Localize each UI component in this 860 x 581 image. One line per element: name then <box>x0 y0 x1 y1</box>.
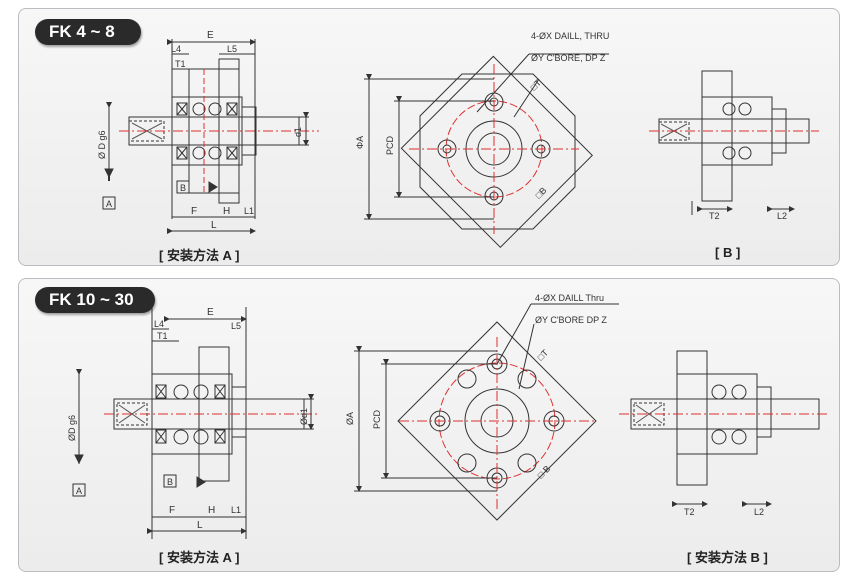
dim-e-label: E <box>207 307 214 318</box>
dim-d-label: Ø D g6 <box>97 130 107 159</box>
fk10-30-caption-a: [ 安装方法 A ] <box>159 550 240 565</box>
note-cbore: ØY C'BORE, DP Z <box>531 53 606 63</box>
note-drill: 4-ØX DAILL Thru <box>535 293 604 303</box>
fk4-8-caption-a: [ 安装方法 A ] <box>159 248 240 263</box>
dim-sqt-label: □T <box>535 347 550 362</box>
fk4-8-side-view-a <box>104 39 319 234</box>
dim-sqb-label: □ B <box>535 463 552 480</box>
dim-l1-label: L1 <box>231 505 241 515</box>
fk10-30-caption-b: [ 安装方法 B ] <box>687 550 768 565</box>
datum-b-label: B <box>167 477 173 487</box>
fk4-8-panel: FK 4 ~ 8 [ 安装方法 A ] [ B ] <box>18 8 840 266</box>
dim-l1-label: L1 <box>244 206 254 216</box>
dim-t2-label: T2 <box>684 507 695 517</box>
fk10-30-tag: FK 10 ~ 30 <box>35 287 155 313</box>
dim-pcd-label: PCD <box>372 409 382 429</box>
dim-d-label: ØD g6 <box>67 415 77 441</box>
dim-l5-label: L5 <box>227 44 237 54</box>
fk10-30-side-view-b <box>619 350 827 507</box>
fk4-8-drawing: E L4 T1 L5 Ø D g6 d1 A B F H L1 L 4-ØX D… <box>97 30 819 248</box>
dim-l2-label: L2 <box>777 211 787 221</box>
dim-l4-label: L4 <box>171 44 181 54</box>
dim-l5-label: L5 <box>231 321 241 331</box>
dim-t2-label: T2 <box>709 211 720 221</box>
dim-pcd-label: PCD <box>385 135 395 155</box>
dim-l-label: L <box>211 220 217 231</box>
dim-sqt-label: □T <box>528 77 543 92</box>
dim-e-label: E <box>207 30 214 41</box>
note-cbore: ØY C'BORE DP Z <box>535 315 607 325</box>
dim-t1-label: T1 <box>175 59 186 69</box>
dim-l2-label: L2 <box>754 507 764 517</box>
fk10-30-drawing: E L4 T1 L5 ØD g6 Ød1 A B F H L1 L 4-ØX D… <box>67 293 827 539</box>
dim-sqb-label: □B <box>533 185 548 200</box>
dim-l-label: L <box>197 520 203 531</box>
fk10-30-side-view-a <box>74 307 319 539</box>
dim-f-label: F <box>191 206 197 217</box>
fk10-30-front-view <box>354 303 619 521</box>
fk4-8-front-view <box>364 53 609 248</box>
dim-t1-label: T1 <box>157 331 168 341</box>
fk4-8-side-view-b <box>649 70 819 215</box>
fk4-8-caption-b: [ B ] <box>715 245 741 260</box>
dim-phia-label: ΦA <box>355 136 365 149</box>
note-drill: 4-ØX DAILL, THRU <box>531 31 609 41</box>
datum-a-label: A <box>76 486 82 496</box>
dim-h-label: H <box>208 505 215 516</box>
dim-d1-label: Ød1 <box>299 408 309 425</box>
dim-h-label: H <box>223 206 230 217</box>
fk10-30-panel: FK 10 ~ 30 [ 安装方法 A ] [ 安装方法 B ] <box>18 278 840 572</box>
dim-f-label: F <box>169 505 175 516</box>
datum-a-label: A <box>106 199 112 209</box>
fk4-8-tag: FK 4 ~ 8 <box>35 19 141 45</box>
dim-phia-label: ØA <box>345 412 355 425</box>
datum-b-label: B <box>180 183 186 193</box>
dim-l4-label: L4 <box>154 319 164 329</box>
dim-d1-label: d1 <box>293 127 303 137</box>
